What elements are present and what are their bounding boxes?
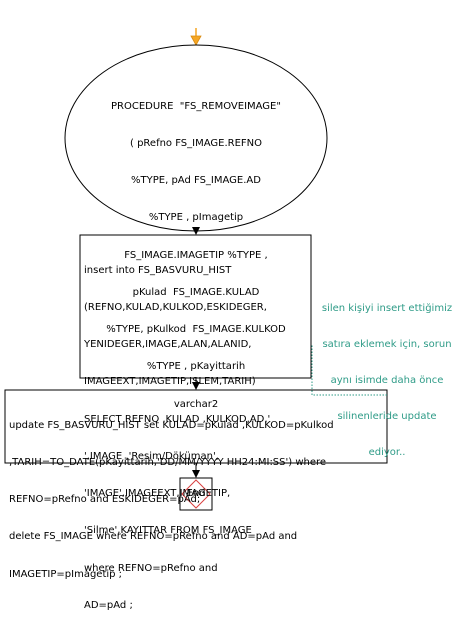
comment-line: silen kişiyi insert ettiğimiz <box>321 303 453 314</box>
start-line: PROCEDURE "FS_REMOVEIMAGE" <box>111 100 281 112</box>
start-line: %TYPE, pAd FS_IMAGE.AD <box>131 175 261 187</box>
insert-line: IMAGEEXT,IMAGETIP,ISLEM,TARIH) <box>84 376 256 388</box>
comment-line: aynı isimde daha önce <box>330 375 444 386</box>
end-node-label: End <box>186 488 206 499</box>
comment-note: silen kişiyi insert ettiğimiz satıra ekl… <box>312 279 462 471</box>
procedure-start-text: PROCEDURE "FS_REMOVEIMAGE" ( pRefno FS_I… <box>90 76 302 423</box>
start-line: %TYPE , pKayittarih <box>146 361 246 373</box>
update-line: REFNO=pRefno and ESKIDEGER=pAd; <box>9 494 201 506</box>
insert-line: insert into FS_BASVURU_HIST <box>84 264 232 276</box>
start-line: FS_IMAGE.IMAGETIP %TYPE , <box>124 249 268 261</box>
insert-line: AD=pAd ; <box>84 599 133 611</box>
comment-line: satıra eklemek için, sorun <box>322 339 452 350</box>
start-line: pKulad FS_IMAGE.KULAD <box>132 286 260 298</box>
update-line: delete FS_IMAGE where REFNO=pRefno and A… <box>9 531 298 543</box>
update-delete-block[interactable] <box>4 389 388 464</box>
entry-arrow <box>190 28 202 46</box>
start-line: varchar2 <box>173 398 219 410</box>
update-line: ,TARIH=TO_DATE(pKayittarih,'DD/MM/YYYY H… <box>9 457 327 469</box>
insert-line: SELECT REFNO ,KULAD ,KULKOD,AD,' <box>84 413 271 425</box>
update-line: update FS_BASVURU_HIST set KULAD=pKulad … <box>9 419 334 431</box>
comment-connector-line <box>311 345 387 396</box>
insert-line: YENIDEGER,IMAGE,ALAN,ALANID, <box>84 339 252 351</box>
start-line: %TYPE , pImagetip <box>148 212 244 224</box>
comment-line: silinenleride update <box>337 411 437 422</box>
insert-line: 'IMAGE',IMAGEEXT,IMAGETIP, <box>84 488 231 500</box>
update-line: IMAGETIP=pImagetip ; <box>9 568 123 580</box>
comment-line: ediyor.. <box>368 447 406 458</box>
insert-line: (REFNO,KULAD,KULKOD,ESKIDEGER, <box>84 302 267 314</box>
insert-line: ',IMAGE ,'Resim/Döküman', <box>84 450 219 462</box>
end-node-diamond <box>181 479 211 509</box>
flowchart-canvas <box>4 28 388 511</box>
start-line: %TYPE, pKulkod FS_IMAGE.KULKOD <box>106 324 286 336</box>
start-line: ( pRefno FS_IMAGE.REFNO <box>129 138 263 150</box>
